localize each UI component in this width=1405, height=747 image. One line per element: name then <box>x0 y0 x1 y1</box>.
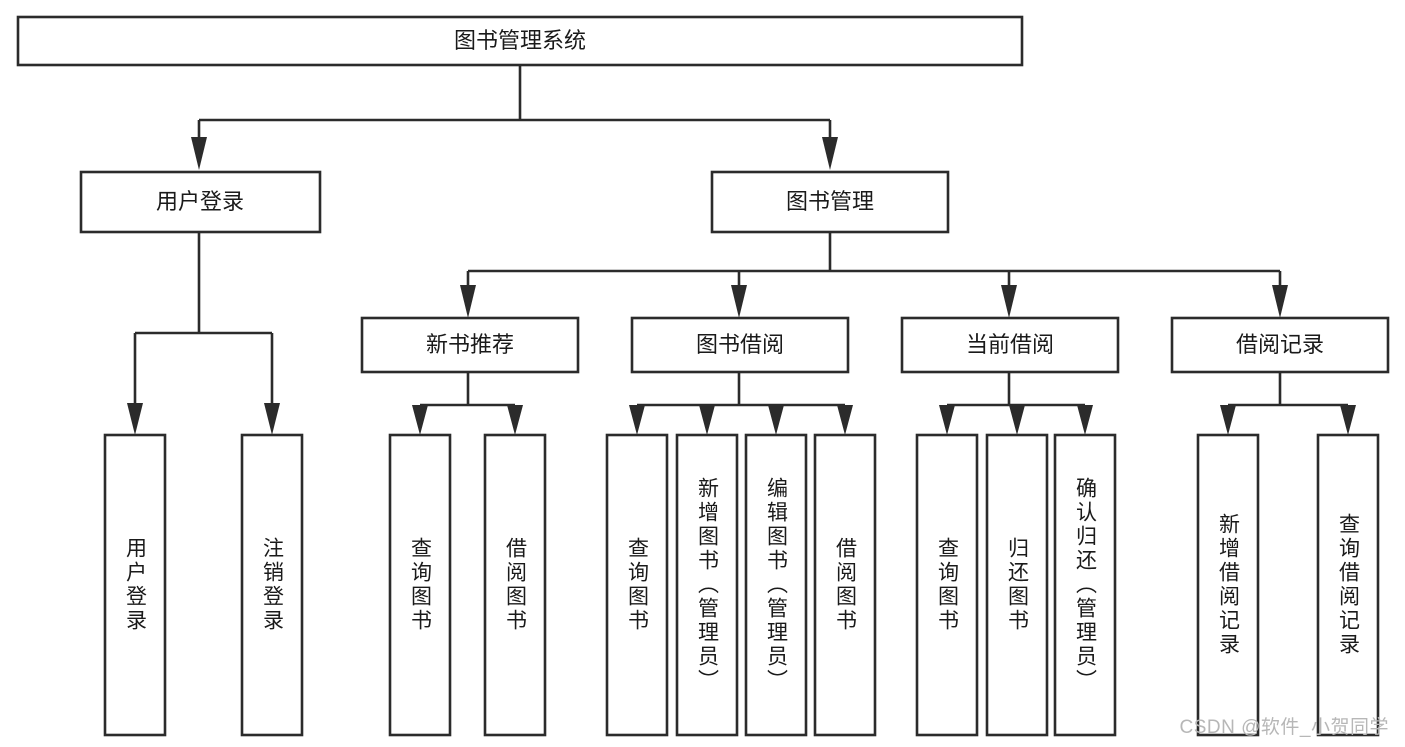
node-layer: 图书管理系统 用户登录 图书管理 新书推荐 图书借阅 当前借阅 借阅记录 <box>16 15 1390 737</box>
arrow-head-borrow-record <box>1272 285 1288 318</box>
node-box-leaf-query-book-2[interactable] <box>605 433 669 737</box>
arrow-head-leaf-confirm-return <box>1077 405 1093 435</box>
node-box-book-manage[interactable] <box>710 170 950 234</box>
arrow-head-leaf-add-record <box>1220 405 1236 435</box>
node-box-book-borrow[interactable] <box>630 316 850 374</box>
node-box-leaf-add-record[interactable] <box>1196 433 1260 737</box>
arrow-head-book-borrow <box>731 285 747 318</box>
node-box-leaf-return-book[interactable] <box>985 433 1049 737</box>
node-label-root: 图书管理系统 <box>454 28 586 53</box>
arrow-head-leaf-logout-login <box>264 403 280 435</box>
arrow-head-leaf-borrow-book-1 <box>507 405 523 435</box>
arrow-head-current-borrow <box>1001 285 1017 318</box>
node-box-current-borrow[interactable] <box>900 316 1120 374</box>
node-label-book-manage: 图书管理 <box>786 189 874 214</box>
arrow-head-leaf-add-book <box>699 405 715 435</box>
node-label-borrow-record: 借阅记录 <box>1236 332 1324 357</box>
node-box-leaf-borrow-book-2[interactable] <box>813 433 877 737</box>
node-box-leaf-query-record[interactable] <box>1316 433 1380 737</box>
arrow-head-leaf-query-book-3 <box>939 405 955 435</box>
arrow-head-user-login <box>191 137 207 170</box>
node-box-leaf-edit-book[interactable] <box>744 433 808 737</box>
node-box-new-book-recommend[interactable] <box>360 316 580 374</box>
node-box-user-login[interactable] <box>79 170 322 234</box>
node-label-current-borrow: 当前借阅 <box>966 332 1054 357</box>
node-label-new-book-recommend: 新书推荐 <box>426 332 514 357</box>
node-box-leaf-user-login[interactable] <box>103 433 167 737</box>
arrow-head-book-manage <box>822 137 838 170</box>
node-box-leaf-add-book[interactable] <box>675 433 739 737</box>
arrow-head-leaf-query-book-1 <box>412 405 428 435</box>
connector-layer <box>127 65 1356 435</box>
arrow-head-leaf-borrow-book-2 <box>837 405 853 435</box>
node-box-leaf-confirm-return[interactable] <box>1053 433 1117 737</box>
arrow-head-new-book-recommend <box>460 285 476 318</box>
arrow-head-leaf-query-record <box>1340 405 1356 435</box>
node-box-leaf-logout-login[interactable] <box>240 433 304 737</box>
node-box-leaf-query-book-3[interactable] <box>915 433 979 737</box>
arrow-head-leaf-edit-book <box>768 405 784 435</box>
node-box-root[interactable] <box>16 15 1024 67</box>
node-box-leaf-query-book-1[interactable] <box>388 433 452 737</box>
arrow-head-leaf-user-login <box>127 403 143 435</box>
node-label-user-login: 用户登录 <box>156 189 244 214</box>
node-label-book-borrow: 图书借阅 <box>696 332 784 357</box>
node-box-borrow-record[interactable] <box>1170 316 1390 374</box>
node-box-leaf-borrow-book-1[interactable] <box>483 433 547 737</box>
watermark-text: CSDN @软件_小贺同学 <box>1179 717 1389 738</box>
arrow-head-leaf-return-book <box>1009 405 1025 435</box>
arrow-head-leaf-query-book-2 <box>629 405 645 435</box>
